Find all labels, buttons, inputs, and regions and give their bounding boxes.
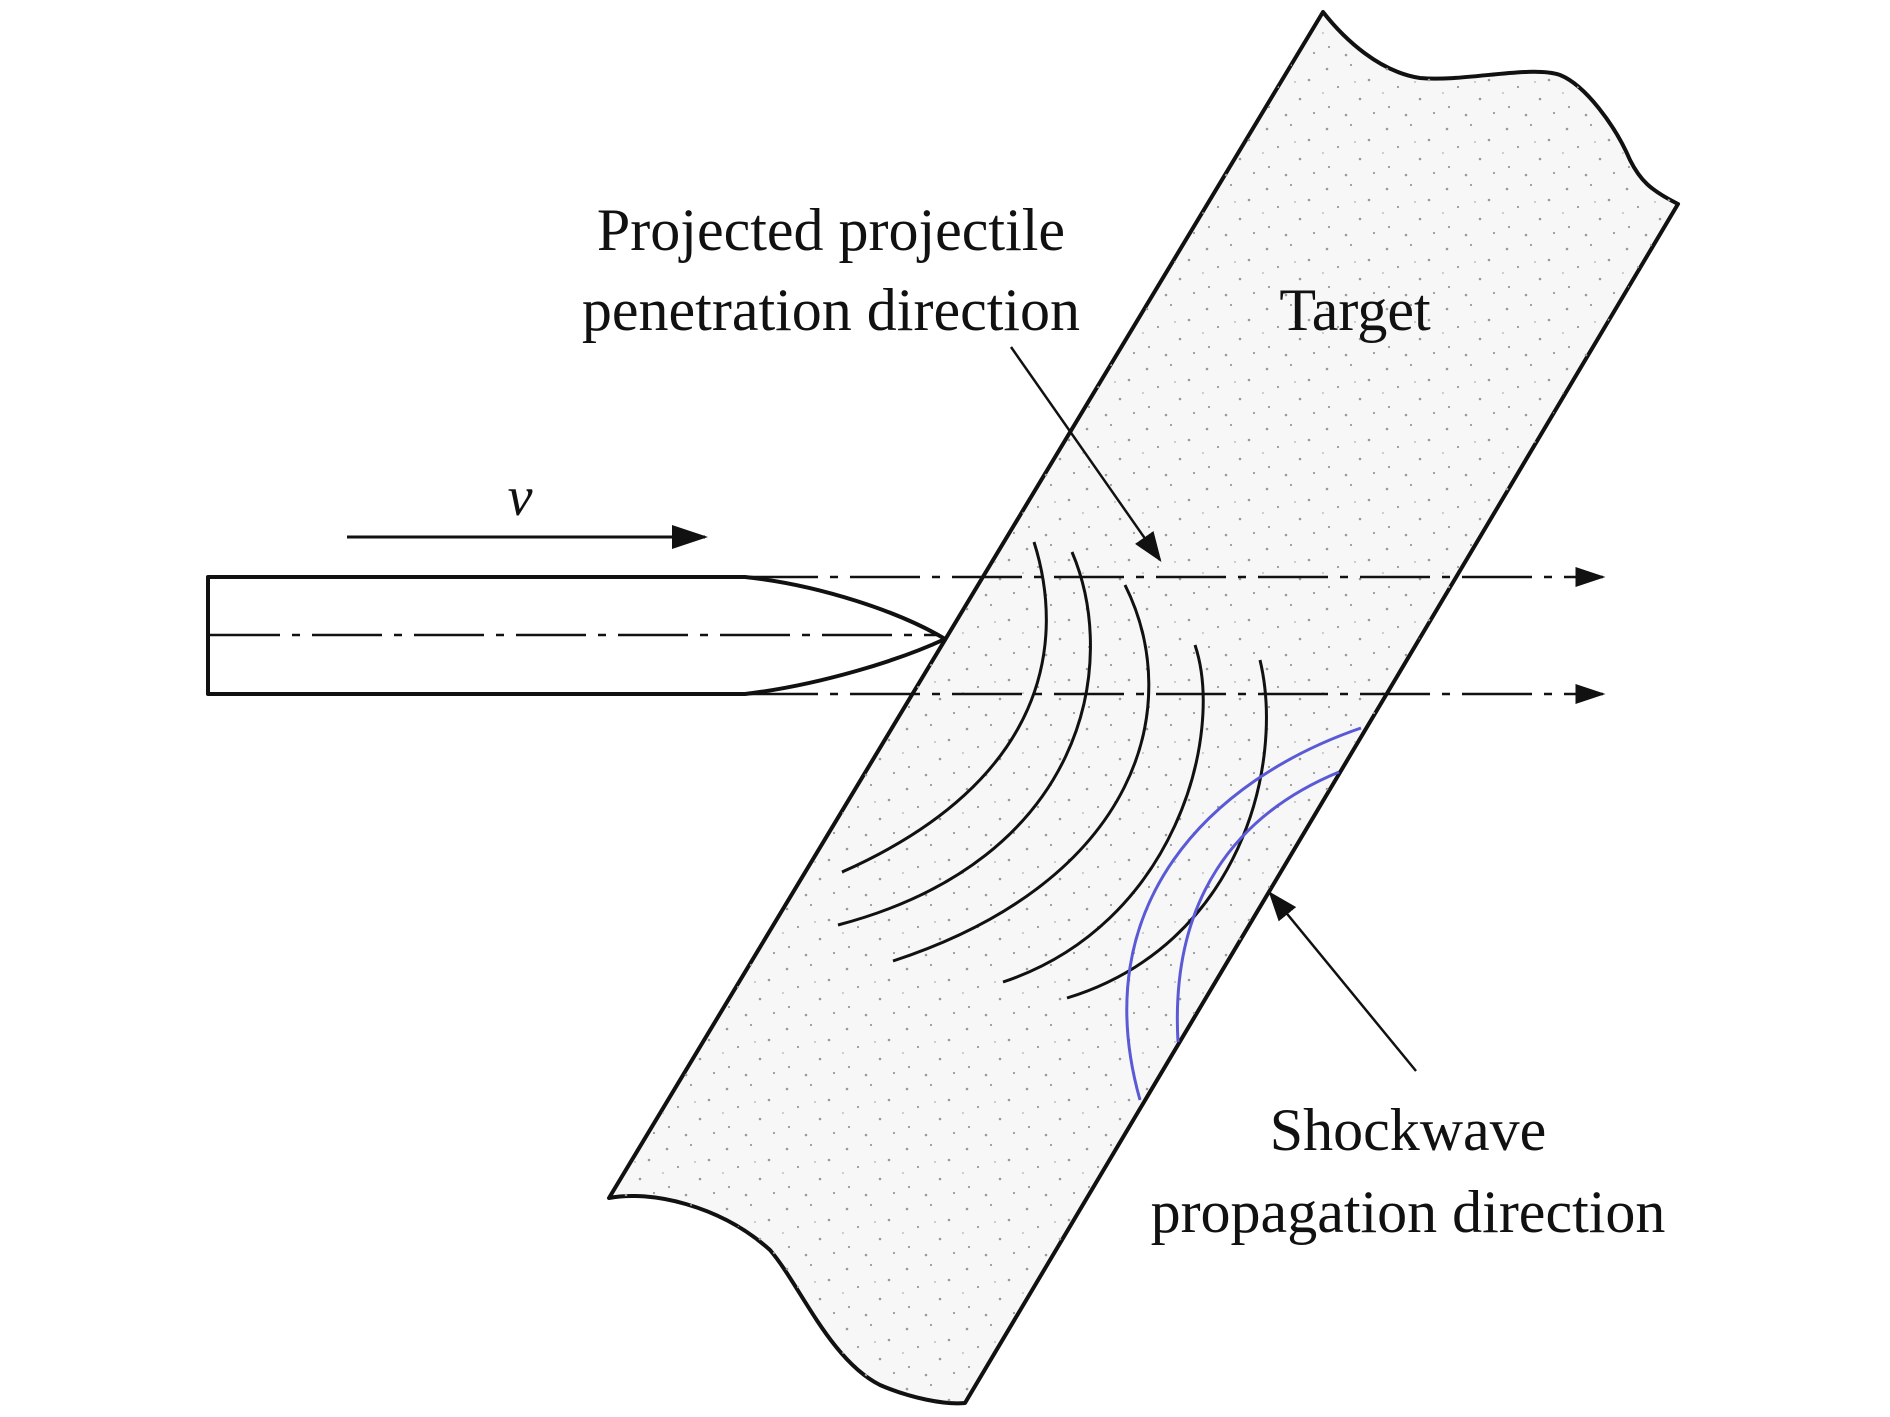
projected-direction-label-line1: Projected projectile — [597, 197, 1065, 263]
reflected-shockwave-outer — [1125, 726, 1362, 1101]
reflected-shockwave — [1125, 726, 1362, 1101]
shockwave-front-3 — [892, 584, 1151, 963]
shockwave-label-line2: propagation direction — [1151, 1179, 1666, 1245]
target-label: Target — [1279, 277, 1431, 343]
shockwave-front-1 — [841, 541, 1048, 874]
projectile — [206, 575, 947, 696]
penetration-projection-lines — [748, 567, 1606, 704]
penetration-pointer-arrow — [1009, 346, 1162, 563]
shockwave-front-4 — [1002, 644, 1205, 984]
shockwave-pointer-arrow — [1268, 891, 1417, 1072]
target-plate-texture — [609, 12, 1678, 1404]
shockwave-front-2 — [837, 551, 1092, 927]
target-plate — [607, 10, 1680, 1406]
projected-direction-label-line2: penetration direction — [582, 277, 1080, 343]
reflected-shockwave-inner — [1175, 770, 1340, 1043]
velocity-label: v — [508, 466, 533, 528]
shockwave-label-line1: Shockwave — [1270, 1097, 1547, 1163]
